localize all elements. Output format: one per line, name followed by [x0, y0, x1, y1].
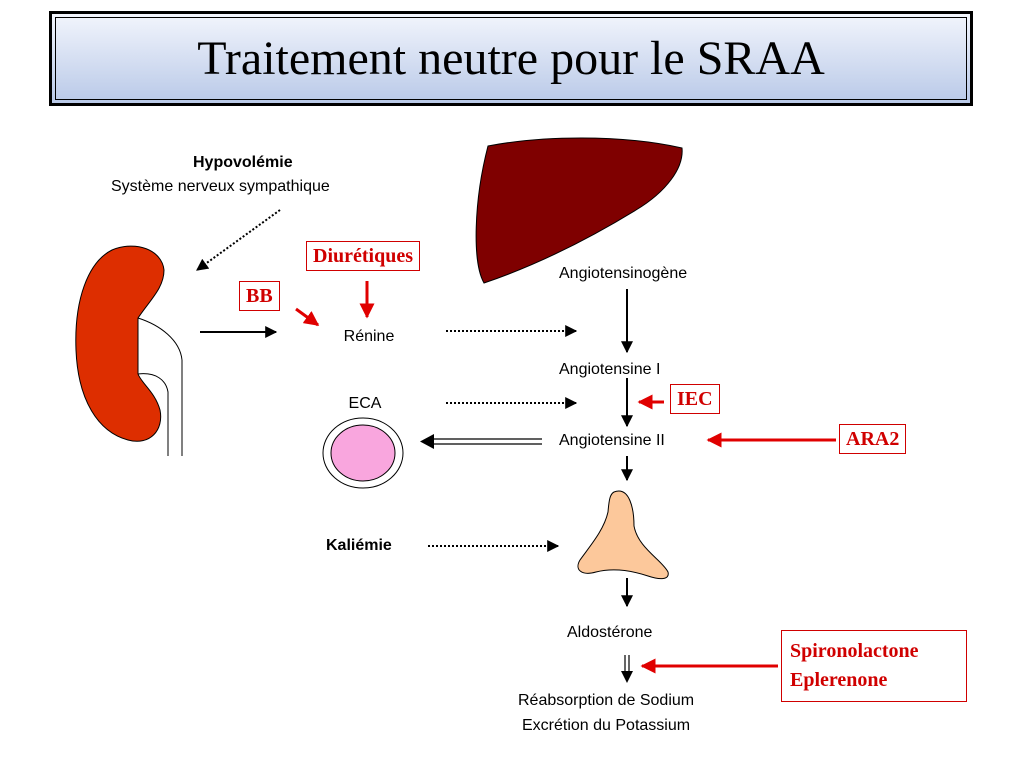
- label-angiotensine-2: Angiotensine II: [559, 432, 665, 449]
- label-angiotensine-1: Angiotensine I: [559, 361, 661, 378]
- page-title: Traitement neutre pour le SRAA: [197, 32, 825, 85]
- liver-icon: [475, 137, 683, 284]
- kidney-icon: [75, 245, 183, 456]
- adrenal-gland-icon: [577, 490, 669, 580]
- label-kaliemie: Kaliémie: [326, 537, 392, 554]
- arrow-angiotensin2-to-cell: [420, 434, 542, 449]
- label-renine: Rénine: [343, 328, 395, 345]
- label-eca: ECA: [348, 395, 382, 412]
- arrow-sympathetic-to-kidney: [196, 209, 281, 271]
- drug-ara2: ARA2: [839, 424, 907, 454]
- label-excretion: Excrétion du Potassium: [522, 717, 691, 734]
- title-box: Traitement neutre pour le SRAA: [49, 11, 973, 106]
- arrow-aldosterone-to-effects: [621, 655, 633, 683]
- drug-spironolactone: Spironolactone: [790, 640, 919, 662]
- drug-eplerenone: Eplerenone: [790, 669, 888, 691]
- label-reabsorption: Réabsorption de Sodium: [518, 692, 695, 709]
- drug-diuretiques: Diurétiques: [306, 241, 420, 271]
- drug-bb: BB: [239, 281, 280, 311]
- drug-iec: IEC: [670, 384, 720, 414]
- arrow-bb: [295, 307, 320, 327]
- label-angiotensinogene: Angiotensinogène: [559, 265, 688, 282]
- label-aldosterone: Aldostérone: [567, 624, 653, 641]
- label-hypovolemie: Hypovolémie: [193, 154, 293, 171]
- label-systeme-nerveux: Système nerveux sympathique: [111, 178, 330, 195]
- cell-icon: [322, 417, 404, 489]
- drug-spironolactone-box: Spironolactone Eplerenone: [781, 630, 967, 702]
